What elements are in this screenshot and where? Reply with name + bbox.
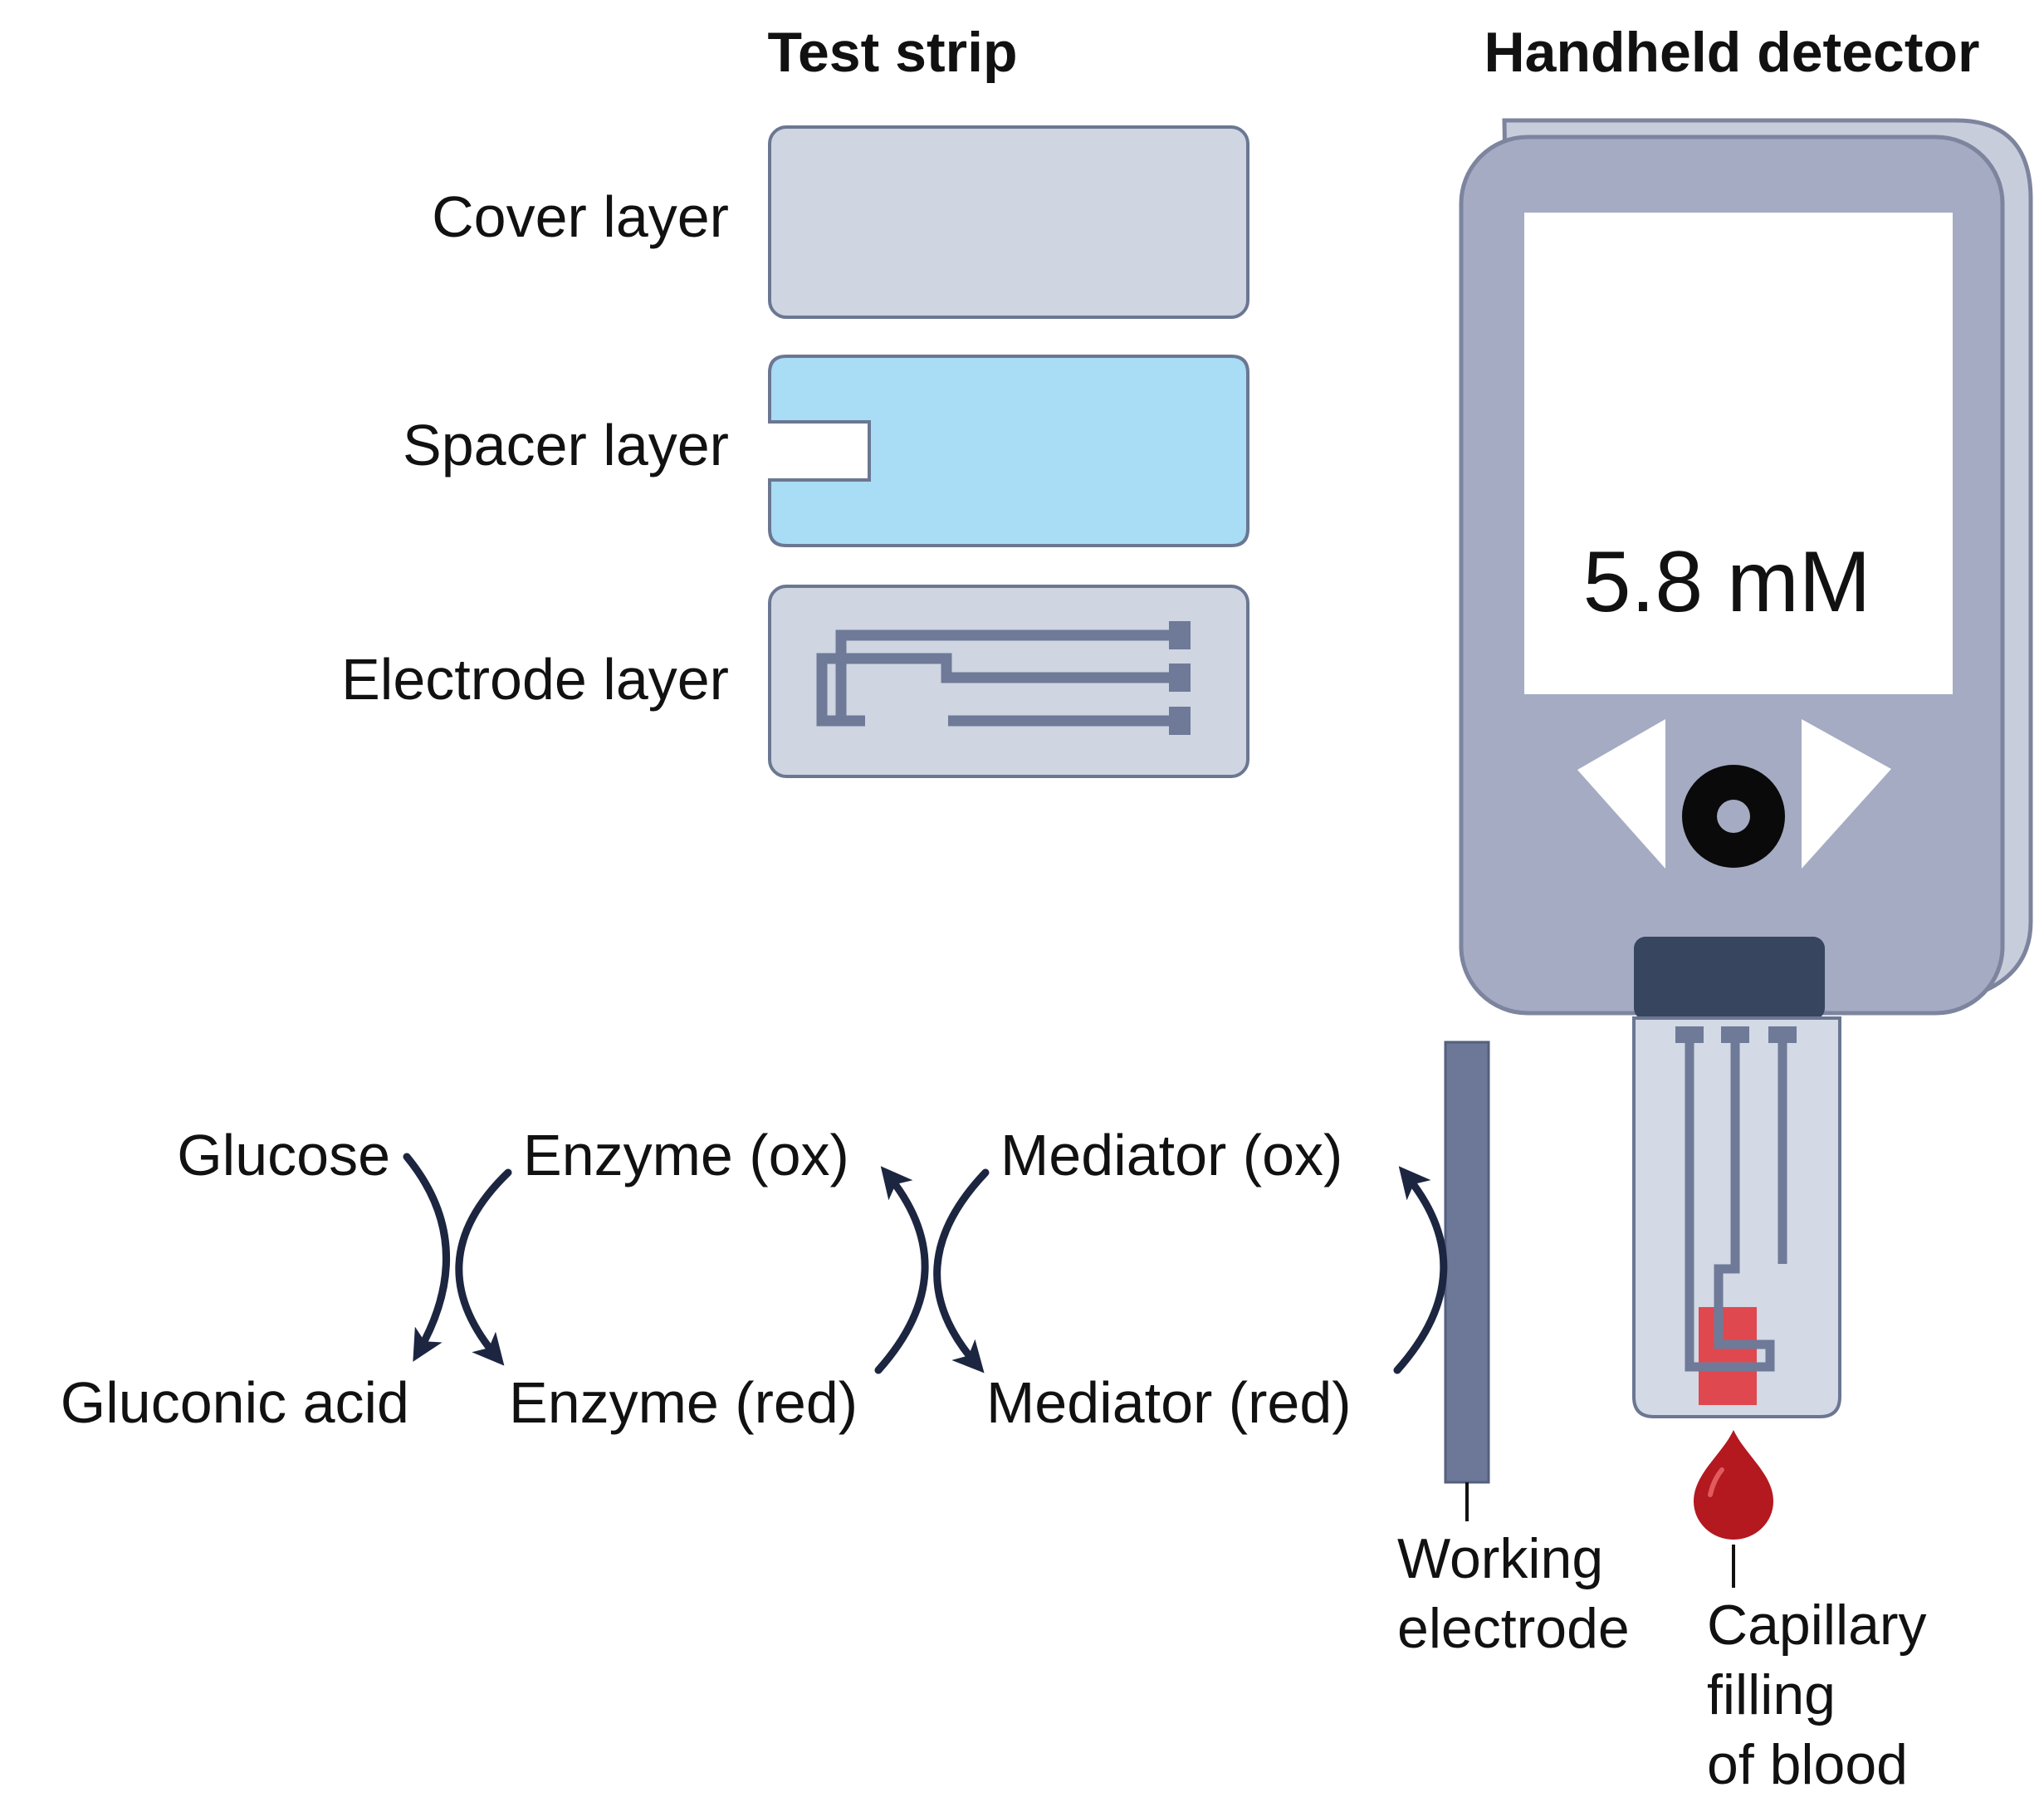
glucose-label: Glucose — [177, 1123, 390, 1187]
enzyme-ox-label: Enzyme (ox) — [523, 1123, 849, 1187]
left-arrow-button — [1577, 719, 1665, 869]
right-arrow-button — [1802, 719, 1891, 869]
enzyme-ox-to-red-arrow — [455, 1168, 512, 1366]
gluconic-acid-label: Gluconic acid — [61, 1370, 409, 1435]
capillary-filling-caption: Capillary filling of blood — [1707, 1594, 1942, 1796]
inserted-strip-traces — [1685, 1036, 1787, 1372]
cover-layer — [768, 125, 1249, 319]
working-electrode — [1444, 1041, 1490, 1484]
electrode-traces — [816, 629, 1179, 727]
enzyme-red-to-ox-arrow — [874, 1166, 929, 1374]
blood-drop — [1694, 1430, 1773, 1540]
test-strip-title: Test strip — [767, 21, 1017, 84]
spacer-layer-label: Spacer layer — [403, 413, 729, 477]
working-caption-line-1: Working — [1397, 1527, 1603, 1590]
meter-screen — [1524, 213, 1953, 694]
working-caption-line-2: electrode — [1397, 1597, 1630, 1660]
mediator-red-label: Mediator (red) — [986, 1370, 1352, 1435]
reaction-arrows — [403, 1153, 1448, 1374]
mediator-ox-to-red-arrow — [933, 1168, 990, 1374]
glucose-meter: 5.8 mM — [1459, 118, 2033, 1020]
working-electrode-caption: Working electrode — [1397, 1527, 1630, 1660]
glucose-reading: 5.8 mM — [1583, 534, 1871, 630]
enzyme-red-label: Enzyme (red) — [509, 1370, 858, 1435]
blood-reaction-zone — [1699, 1307, 1757, 1405]
inserted-strip-pads — [1675, 1026, 1797, 1043]
mediator-red-to-ox-arrow — [1393, 1166, 1448, 1374]
cover-layer-label: Cover layer — [432, 184, 729, 249]
strip-port — [1634, 937, 1825, 1020]
inserted-test-strip — [1632, 1016, 1841, 1418]
blood-drop-highlight — [1708, 1467, 1724, 1497]
spacer-layer — [768, 355, 1249, 547]
center-button-dot — [1717, 800, 1750, 833]
mediator-ox-label: Mediator (ox) — [1000, 1123, 1342, 1187]
electrode-layer-label: Electrode layer — [341, 647, 729, 712]
glucose-to-gluconic-arrow — [403, 1153, 450, 1362]
capillary-caption-line-1: Capillary — [1707, 1594, 1927, 1657]
electrode-contact-pads — [1169, 621, 1191, 735]
handheld-detector-title: Handheld detector — [1484, 21, 1980, 84]
capillary-caption-line-3: of blood — [1707, 1733, 1908, 1796]
capillary-caption-line-2: filling — [1707, 1663, 1836, 1726]
